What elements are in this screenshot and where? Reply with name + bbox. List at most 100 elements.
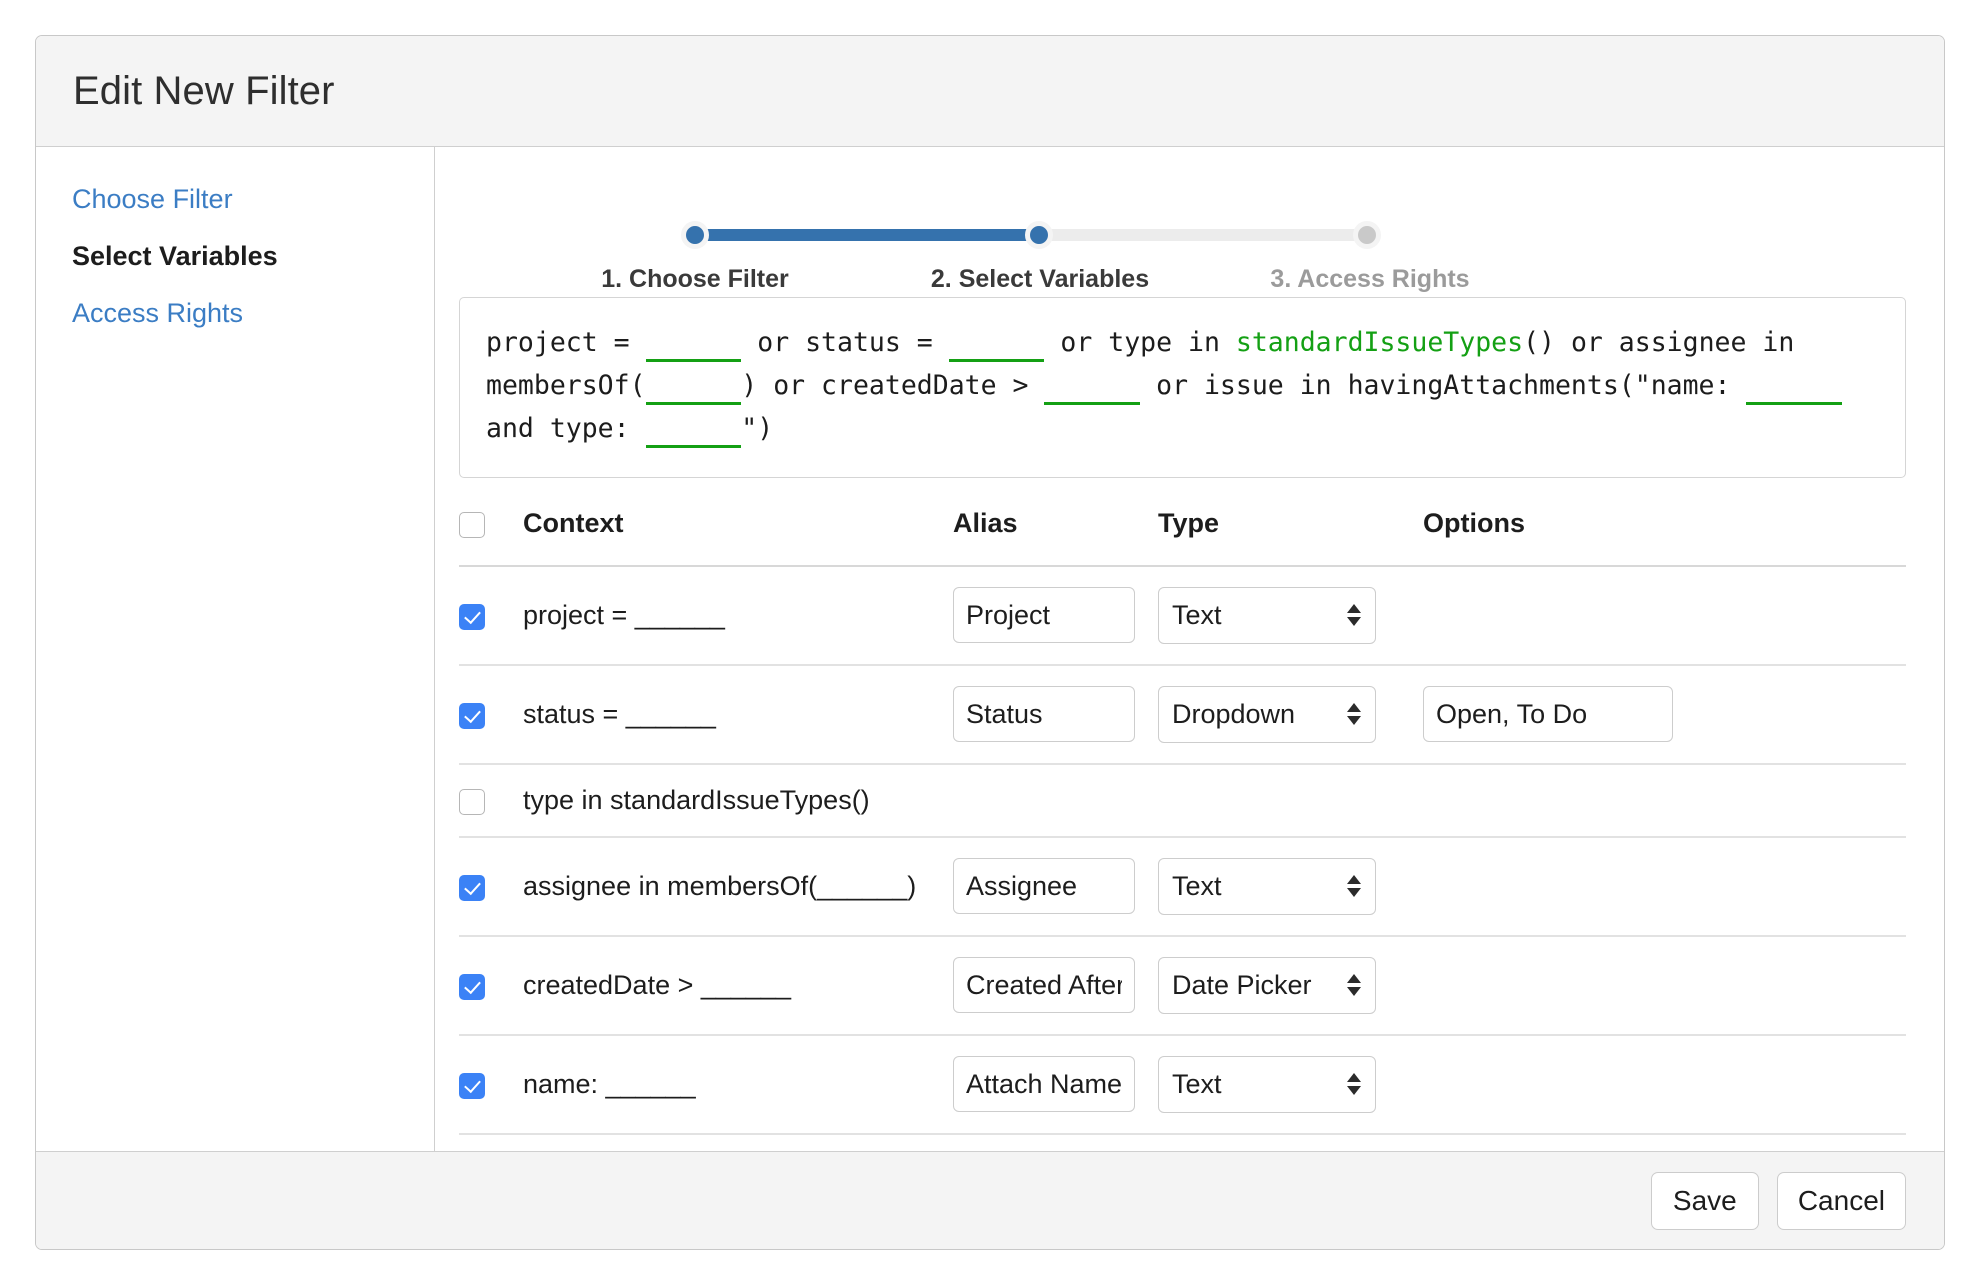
stepper-track-fill bbox=[693, 229, 1037, 241]
table-row: createdDate > ______Date Picker bbox=[459, 935, 1906, 1036]
dialog-footer: Save Cancel bbox=[36, 1151, 1944, 1249]
col-header-select-all bbox=[459, 507, 523, 567]
row-context: type in standardIssueTypes() bbox=[523, 763, 953, 838]
sidebar-item-access-rights[interactable]: Access Rights bbox=[72, 298, 244, 328]
row-checkbox[interactable] bbox=[459, 973, 485, 1000]
row-options-cell bbox=[1423, 664, 1906, 765]
alias-input[interactable] bbox=[953, 858, 1135, 915]
query-token: and type: bbox=[486, 369, 1859, 444]
query-token: project = bbox=[486, 327, 646, 358]
row-checkbox[interactable] bbox=[459, 603, 485, 630]
type-select-value: Text bbox=[1172, 1068, 1222, 1099]
row-type-cell: Dropdown bbox=[1158, 664, 1423, 765]
sidebar-item-choose-filter[interactable]: Choose Filter bbox=[72, 184, 233, 214]
row-alias-cell bbox=[953, 763, 1158, 838]
wizard-stepper: 1. Choose Filter 2. Select Variables 3. … bbox=[435, 177, 1944, 293]
row-type-cell: Text bbox=[1158, 565, 1423, 666]
table-row: project = ______ Text bbox=[459, 565, 1906, 666]
type-select[interactable]: Date Picker bbox=[1158, 956, 1376, 1014]
row-alias-cell bbox=[953, 935, 1158, 1036]
chevron-updown-icon bbox=[1347, 875, 1361, 898]
alias-input[interactable] bbox=[953, 957, 1135, 1014]
row-context: project = ______ bbox=[523, 565, 953, 666]
table-row: type in standardIssueTypes() bbox=[459, 763, 1906, 838]
row-options-cell bbox=[1423, 836, 1906, 937]
chevron-updown-icon bbox=[1347, 974, 1361, 997]
type-select-value: Date Picker bbox=[1172, 969, 1312, 1000]
cancel-button[interactable]: Cancel bbox=[1776, 1171, 1906, 1230]
type-select[interactable]: Dropdown bbox=[1158, 685, 1376, 743]
query-blank bbox=[948, 327, 1045, 362]
alias-input[interactable] bbox=[953, 587, 1135, 644]
stepper-dot-2[interactable] bbox=[1025, 221, 1053, 249]
row-options-cell bbox=[1423, 565, 1906, 666]
stepper-label-3[interactable]: 3. Access Rights bbox=[1270, 265, 1470, 293]
stepper-label-2[interactable]: 2. Select Variables bbox=[930, 265, 1150, 293]
table-row: status = ______ Dropdown bbox=[459, 664, 1906, 765]
row-context: name: ______ bbox=[523, 1034, 953, 1135]
col-header-context: Context bbox=[523, 507, 953, 567]
edit-filter-dialog: Edit New Filter Choose Filter Select Var… bbox=[35, 35, 1945, 1250]
type-select-value: Text bbox=[1172, 599, 1222, 630]
select-all-checkbox[interactable] bbox=[459, 511, 485, 538]
row-select-cell bbox=[459, 935, 523, 1036]
col-header-options: Options bbox=[1423, 507, 1906, 567]
table-row: name: ______ Text bbox=[459, 1034, 1906, 1135]
stepper-dot-3[interactable] bbox=[1353, 221, 1381, 249]
table-header-row: Context Alias Type Options bbox=[459, 507, 1906, 567]
query-function: standardIssueTypes bbox=[1235, 327, 1524, 358]
query-token: ") bbox=[741, 412, 774, 444]
query-token: () or assignee in membersOf( bbox=[486, 327, 1811, 401]
query-blank bbox=[1746, 369, 1843, 405]
row-options-cell bbox=[1423, 935, 1906, 1036]
stepper-dot-1[interactable] bbox=[681, 221, 709, 249]
save-button[interactable]: Save bbox=[1650, 1171, 1759, 1230]
type-select[interactable]: Text bbox=[1158, 857, 1376, 915]
row-select-cell bbox=[459, 565, 523, 666]
query-token: or type in bbox=[1044, 327, 1236, 358]
row-checkbox[interactable] bbox=[459, 874, 485, 901]
chevron-updown-icon bbox=[1347, 1073, 1361, 1096]
stepper-label-1[interactable]: 1. Choose Filter bbox=[601, 265, 789, 293]
wizard-sidebar: Choose Filter Select Variables Access Ri… bbox=[36, 147, 435, 1151]
row-select-cell bbox=[459, 1034, 523, 1135]
dialog-title: Edit New Filter bbox=[73, 68, 335, 113]
query-blank bbox=[645, 412, 742, 448]
sidebar-item-select-variables[interactable]: Select Variables bbox=[72, 241, 278, 271]
row-checkbox[interactable] bbox=[459, 1072, 485, 1099]
alias-input[interactable] bbox=[953, 686, 1135, 743]
row-context: status = ______ bbox=[523, 664, 953, 765]
alias-input[interactable] bbox=[953, 1056, 1135, 1113]
query-token: or issue in havingAttachments("name: bbox=[1140, 369, 1747, 401]
row-alias-cell bbox=[953, 1034, 1158, 1135]
options-input[interactable] bbox=[1423, 686, 1673, 743]
row-alias-cell bbox=[953, 836, 1158, 937]
variables-table: Context Alias Type Options project = ___… bbox=[459, 507, 1906, 1135]
type-select-value: Dropdown bbox=[1172, 698, 1296, 729]
col-header-alias: Alias bbox=[953, 507, 1158, 567]
query-preview-text: project = or status = or type in standar… bbox=[486, 322, 1879, 451]
stepper-labels: 1. Choose Filter 2. Select Variables 3. … bbox=[435, 265, 1944, 301]
row-checkbox[interactable] bbox=[459, 702, 485, 729]
chevron-updown-icon bbox=[1347, 604, 1361, 627]
row-checkbox[interactable] bbox=[459, 788, 485, 815]
type-select[interactable]: Text bbox=[1158, 1055, 1376, 1113]
table-row: assignee in membersOf(______) Text bbox=[459, 836, 1906, 937]
row-alias-cell bbox=[953, 565, 1158, 666]
query-blank bbox=[1044, 369, 1141, 405]
row-select-cell bbox=[459, 836, 523, 937]
row-options-cell bbox=[1423, 1034, 1906, 1135]
query-blank bbox=[645, 327, 742, 362]
row-type-cell: Date Picker bbox=[1158, 935, 1423, 1036]
row-context: assignee in membersOf(______) bbox=[523, 836, 953, 937]
col-header-type: Type bbox=[1158, 507, 1423, 567]
query-token: or status = bbox=[741, 327, 949, 358]
query-preview-box: project = or status = or type in standar… bbox=[459, 297, 1906, 478]
dialog-body: Choose Filter Select Variables Access Ri… bbox=[36, 147, 1944, 1151]
chevron-updown-icon bbox=[1347, 703, 1361, 726]
type-select[interactable]: Text bbox=[1158, 586, 1376, 644]
variables-table-wrap: Context Alias Type Options project = ___… bbox=[459, 507, 1906, 1135]
row-select-cell bbox=[459, 763, 523, 838]
dialog-header: Edit New Filter bbox=[36, 36, 1944, 147]
query-token: ) or createdDate > bbox=[741, 369, 1045, 401]
